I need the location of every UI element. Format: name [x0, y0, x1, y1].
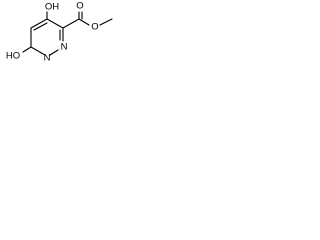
bond-c5-c4: [30, 18, 48, 29]
hydroxyl-left-label: HO: [6, 51, 20, 62]
chemical-structure: OH HO O O N N: [6, 1, 113, 64]
bond-ester-o-methyl: [99, 18, 113, 26]
bond-c6-oh: [22, 46, 32, 53]
ester-oxygen-label: O: [91, 22, 98, 33]
carbonyl-oxygen-label: O: [76, 1, 83, 12]
bond-c4-c3: [46, 18, 64, 29]
ring-nitrogen-lower-label: N: [44, 53, 51, 64]
bond-c3-carbonyl-c: [62, 18, 80, 29]
bond-n1-n2: [49, 49, 59, 56]
bond-c5-c4-double: [33, 22, 48, 31]
hydroxyl-top-label: OH: [45, 2, 59, 13]
bond-n1-c6: [30, 46, 46, 56]
ring-nitrogen-upper-label: N: [61, 42, 68, 53]
bond-carbonyl-ester-o: [78, 18, 90, 26]
